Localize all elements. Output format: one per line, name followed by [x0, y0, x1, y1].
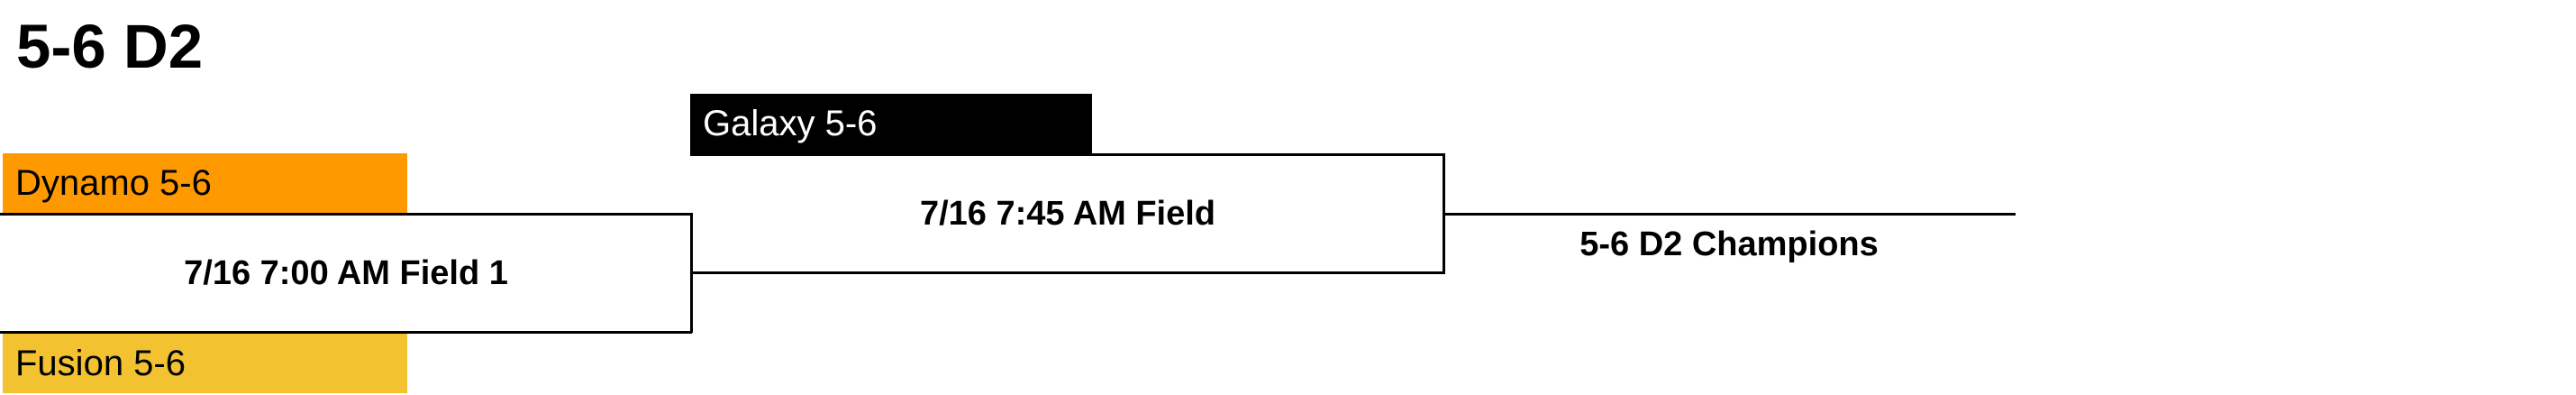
team-label-dynamo: Dynamo 5-6: [15, 163, 212, 203]
matchup-line-top-r2: [690, 153, 1445, 156]
team-label-galaxy: Galaxy 5-6: [703, 104, 878, 143]
matchup-line-top-r1: [0, 213, 692, 216]
bracket-title: 5-6 D2: [16, 12, 204, 81]
game-label-r1: 7/16 7:00 AM Field 1: [184, 254, 508, 292]
team-box-galaxy[interactable]: Galaxy 5-6: [690, 94, 1092, 153]
champion-line: [1443, 213, 2016, 216]
matchup-line-bottom-r1: [0, 331, 692, 334]
game-label-r2: 7/16 7:45 AM Field: [919, 195, 1216, 233]
team-box-fusion[interactable]: Fusion 5-6: [3, 334, 407, 393]
team-box-dynamo[interactable]: Dynamo 5-6: [3, 153, 407, 213]
matchup-line-bottom-r2: [690, 271, 1445, 274]
champion-label: 5-6 D2 Champions: [1579, 225, 1879, 263]
team-label-fusion: Fusion 5-6: [15, 344, 186, 383]
